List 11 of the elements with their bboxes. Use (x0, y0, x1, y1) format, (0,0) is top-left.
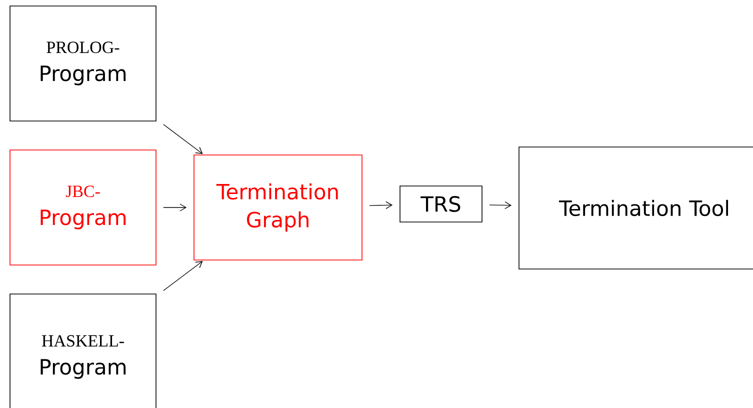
arrow (369, 201, 393, 210)
process-box: TRS (400, 186, 482, 222)
arrow (163, 204, 187, 212)
program-box: HASKELL- Program (10, 294, 156, 408)
program-box: PROLOG- Program (10, 6, 156, 122)
program-box: JBC- Program (10, 150, 156, 266)
arrow (163, 124, 203, 154)
process-box: Termination Graph (194, 154, 362, 260)
tool-box: Termination Tool (518, 146, 753, 270)
arrow (489, 201, 512, 210)
arrow (163, 261, 203, 291)
